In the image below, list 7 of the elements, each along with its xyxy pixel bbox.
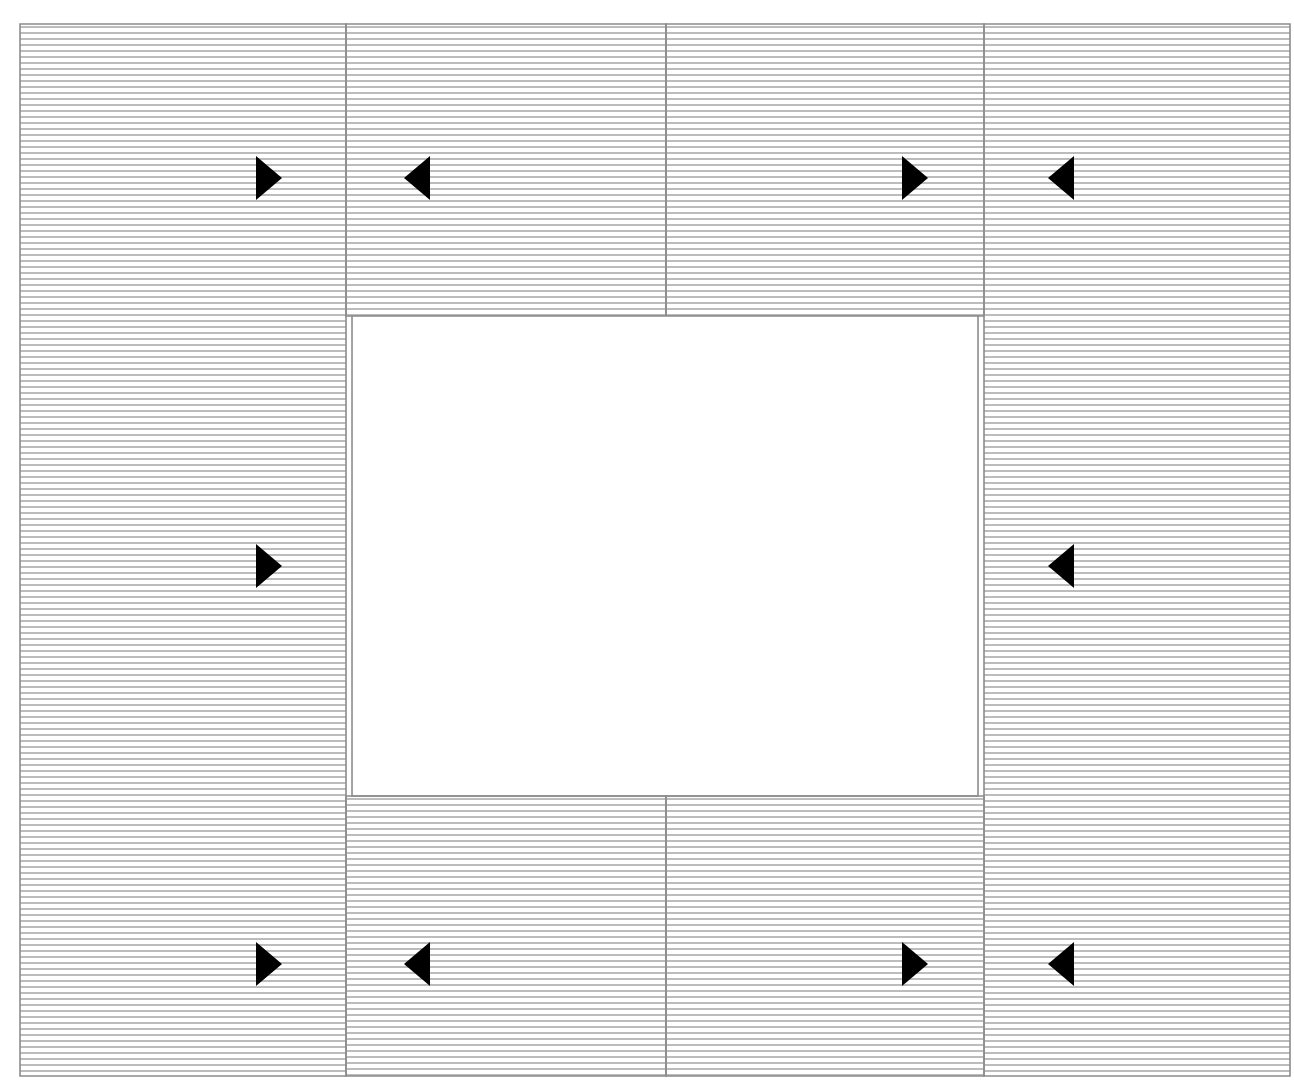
striped-panel [345, 23, 667, 317]
striped-panel [983, 23, 1291, 1077]
striped-panel [665, 23, 985, 317]
striped-panel [19, 23, 347, 1077]
striped-panel [345, 795, 667, 1077]
blank-panel [351, 315, 979, 797]
striped-panel [665, 795, 985, 1077]
